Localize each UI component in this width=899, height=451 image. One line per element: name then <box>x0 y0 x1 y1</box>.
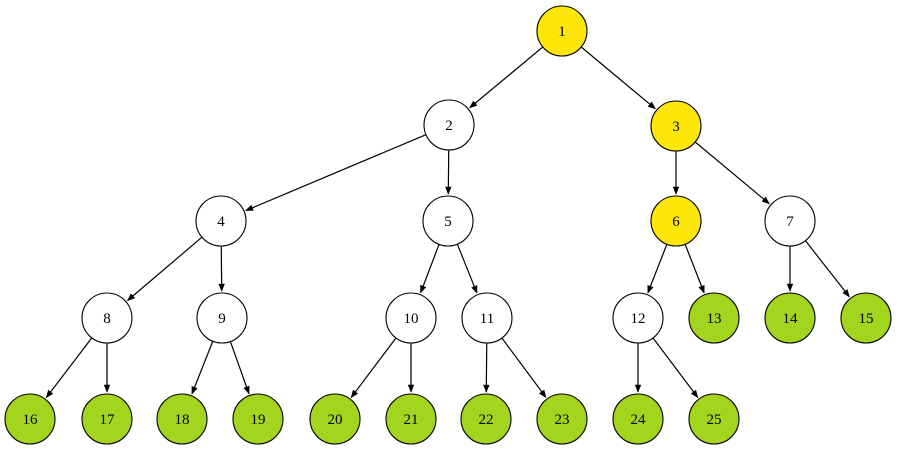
edge-12-25 <box>652 337 699 399</box>
tree-node-3: 3 <box>650 100 702 152</box>
node-circle-11 <box>461 292 513 344</box>
tree-node-1: 1 <box>536 5 588 57</box>
node-circle-21 <box>385 393 437 445</box>
node-label-13: 13 <box>707 311 722 327</box>
node-circle-10 <box>385 292 437 344</box>
tree-node-15: 15 <box>840 292 892 344</box>
tree-node-11: 11 <box>461 292 513 344</box>
node-circle-19 <box>232 393 284 445</box>
edge-5-10 <box>420 244 440 294</box>
tree-node-24: 24 <box>612 393 664 445</box>
tree-node-5: 5 <box>422 195 474 247</box>
tree-node-25: 25 <box>688 393 740 445</box>
node-label-17: 17 <box>100 412 116 428</box>
edge-5-11 <box>456 243 478 294</box>
node-label-22: 22 <box>479 412 494 428</box>
edges-layer <box>45 46 850 399</box>
node-label-11: 11 <box>480 311 494 327</box>
edge-8-16 <box>45 337 93 399</box>
edge-6-13 <box>684 244 705 294</box>
node-label-14: 14 <box>783 311 799 327</box>
node-label-7: 7 <box>786 214 794 230</box>
tree-node-13: 13 <box>688 292 740 344</box>
tree-node-4: 4 <box>195 195 247 247</box>
node-label-8: 8 <box>103 311 111 327</box>
node-label-18: 18 <box>175 412 190 428</box>
tree-node-20: 20 <box>309 393 361 445</box>
tree-node-12: 12 <box>612 292 664 344</box>
node-label-10: 10 <box>404 311 419 327</box>
node-circle-24 <box>612 393 664 445</box>
edge-9-19 <box>229 341 250 395</box>
node-circle-8 <box>81 292 133 344</box>
node-label-4: 4 <box>217 214 225 230</box>
node-label-6: 6 <box>672 214 680 230</box>
tree-node-10: 10 <box>385 292 437 344</box>
node-label-15: 15 <box>859 311 874 327</box>
tree-node-16: 16 <box>4 393 56 445</box>
node-circle-13 <box>688 292 740 344</box>
tree-node-23: 23 <box>536 393 588 445</box>
node-circle-6 <box>650 195 702 247</box>
node-circle-15 <box>840 292 892 344</box>
node-circle-1 <box>536 5 588 57</box>
node-circle-20 <box>309 393 361 445</box>
tree-node-21: 21 <box>385 393 437 445</box>
tree-node-17: 17 <box>81 393 133 445</box>
node-label-25: 25 <box>707 412 722 428</box>
node-circle-12 <box>612 292 664 344</box>
edge-1-2 <box>469 46 544 109</box>
node-label-16: 16 <box>23 412 39 428</box>
node-label-12: 12 <box>631 311 646 327</box>
edge-9-18 <box>191 341 214 395</box>
edge-6-12 <box>647 244 668 294</box>
node-circle-5 <box>422 195 474 247</box>
edge-3-7 <box>694 141 770 205</box>
node-circle-23 <box>536 393 588 445</box>
node-circle-14 <box>764 292 816 344</box>
node-label-5: 5 <box>444 214 452 230</box>
node-circle-2 <box>423 99 475 151</box>
tree-node-19: 19 <box>232 393 284 445</box>
node-label-20: 20 <box>328 412 343 428</box>
tree-node-7: 7 <box>764 195 816 247</box>
node-circle-22 <box>460 393 512 445</box>
node-label-23: 23 <box>555 412 570 428</box>
edge-2-4 <box>245 134 427 212</box>
node-label-1: 1 <box>558 24 566 40</box>
node-label-21: 21 <box>404 412 419 428</box>
node-circle-17 <box>81 393 133 445</box>
edge-10-20 <box>350 337 397 399</box>
node-label-19: 19 <box>251 412 266 428</box>
node-circle-9 <box>196 292 248 344</box>
node-label-9: 9 <box>218 311 226 327</box>
node-label-24: 24 <box>631 412 647 428</box>
edge-11-23 <box>501 337 547 398</box>
tree-node-6: 6 <box>650 195 702 247</box>
tree-node-22: 22 <box>460 393 512 445</box>
node-circle-25 <box>688 393 740 445</box>
tree-node-9: 9 <box>196 292 248 344</box>
node-label-2: 2 <box>445 118 453 134</box>
edge-7-15 <box>804 240 850 298</box>
node-circle-4 <box>195 195 247 247</box>
edge-1-3 <box>580 46 656 110</box>
tree-node-2: 2 <box>423 99 475 151</box>
tree-node-8: 8 <box>81 292 133 344</box>
tree-node-14: 14 <box>764 292 816 344</box>
node-circle-7 <box>764 195 816 247</box>
tree-node-18: 18 <box>156 393 208 445</box>
node-circle-3 <box>650 100 702 152</box>
node-circle-16 <box>4 393 56 445</box>
edge-4-8 <box>126 236 203 302</box>
node-label-3: 3 <box>672 119 680 135</box>
node-circle-18 <box>156 393 208 445</box>
